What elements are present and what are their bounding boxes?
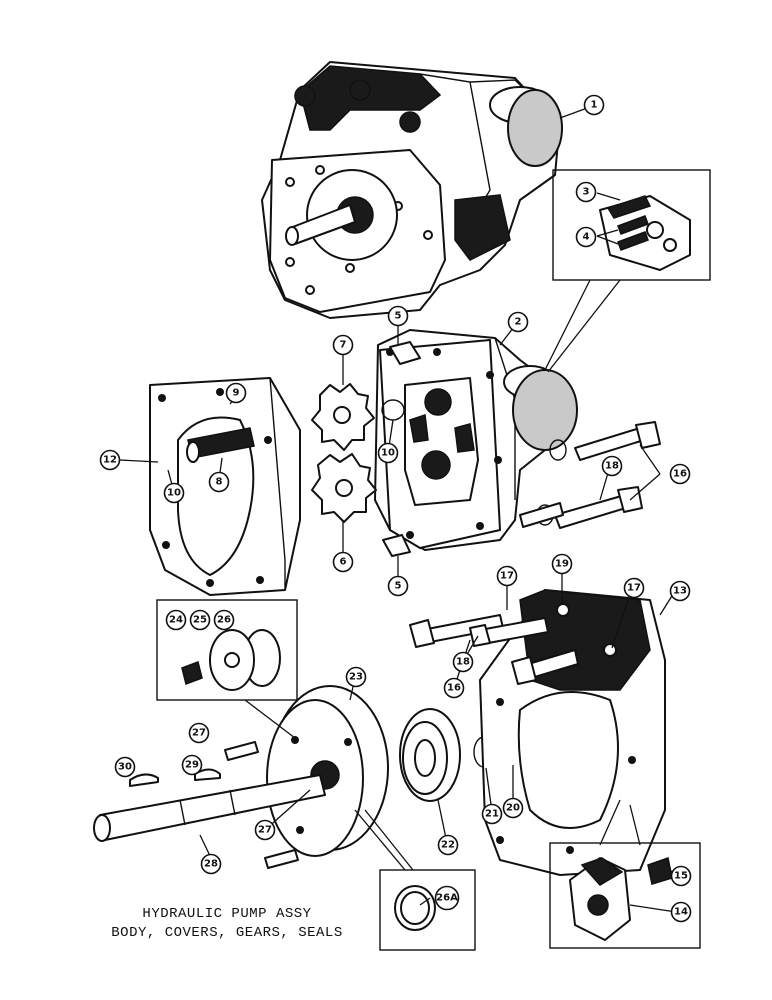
callout-23: 23 [345, 666, 367, 688]
callout-10-cover: 10 [163, 482, 185, 504]
bearing [399, 708, 461, 802]
keys-and-screws [129, 741, 299, 869]
callout-9: 9 [225, 382, 247, 404]
callout-6: 6 [332, 551, 354, 573]
svg-text:10: 10 [167, 488, 181, 499]
detail-box-14-15 [549, 842, 701, 949]
svg-text:16: 16 [673, 469, 687, 480]
svg-text:19: 19 [555, 559, 569, 570]
callout-19: 19 [551, 553, 573, 575]
svg-text:23: 23 [349, 672, 363, 683]
svg-text:29: 29 [185, 760, 199, 771]
callout-15: 15 [670, 865, 692, 887]
svg-text:27: 27 [258, 825, 272, 836]
svg-text:13: 13 [673, 586, 687, 597]
pump-body [155, 329, 578, 557]
svg-text:2: 2 [515, 317, 522, 328]
svg-text:27: 27 [192, 728, 206, 739]
diagram-caption: HYDRAULIC PUMP ASSY BODY, COVERS, GEARS,… [92, 905, 362, 943]
svg-text:17: 17 [627, 583, 641, 594]
detail-box-24-26 [156, 599, 298, 701]
svg-text:6: 6 [340, 557, 347, 568]
svg-text:1: 1 [591, 100, 598, 111]
svg-text:7: 7 [340, 340, 347, 351]
cover-plate-detail [599, 195, 691, 271]
callout-26: 26 [213, 609, 235, 631]
callout-3: 3 [575, 181, 597, 203]
callout-28: 28 [200, 853, 222, 875]
gears [311, 383, 377, 523]
callout-21: 21 [481, 803, 503, 825]
svg-text:4: 4 [583, 232, 590, 243]
callout-18-upper: 18 [601, 455, 623, 477]
callout-17-left: 17 [496, 565, 518, 587]
callout-16-upper: 16 [669, 463, 691, 485]
callout-7: 7 [332, 334, 354, 356]
upper-bolts [519, 421, 661, 529]
front-cover [266, 685, 389, 857]
svg-text:16: 16 [447, 683, 461, 694]
callout-27-upper: 27 [188, 722, 210, 744]
svg-text:17: 17 [500, 571, 514, 582]
svg-text:15: 15 [674, 871, 688, 882]
svg-text:5: 5 [395, 311, 402, 322]
callout-24: 24 [165, 609, 187, 631]
callout-26a: 26A [434, 885, 460, 911]
callout-10-body: 10 [377, 442, 399, 464]
detail-box-3-4 [552, 169, 711, 281]
svg-text:18: 18 [605, 461, 619, 472]
callout-18-lower: 18 [452, 651, 474, 673]
callout-25: 25 [189, 609, 211, 631]
svg-text:26A: 26A [436, 893, 458, 904]
callout-1: 1 [583, 94, 605, 116]
svg-text:5: 5 [395, 581, 402, 592]
svg-text:24: 24 [169, 615, 183, 626]
svg-text:21: 21 [485, 809, 499, 820]
drive-shaft [93, 774, 326, 842]
callout-27-lower: 27 [254, 819, 276, 841]
callout-16-lower: 16 [443, 677, 465, 699]
callout-22: 22 [437, 834, 459, 856]
svg-text:9: 9 [233, 388, 240, 399]
callout-17-right: 17 [623, 577, 645, 599]
callout-13: 13 [669, 580, 691, 602]
svg-text:26: 26 [217, 615, 231, 626]
callout-5-bottom: 5 [387, 575, 409, 597]
svg-text:22: 22 [441, 840, 455, 851]
svg-text:20: 20 [506, 803, 520, 814]
callout-29: 29 [181, 754, 203, 776]
svg-text:25: 25 [193, 615, 207, 626]
housing-detail [569, 857, 673, 941]
callout-8: 8 [208, 471, 230, 493]
svg-text:18: 18 [456, 657, 470, 668]
callout-12: 12 [99, 449, 121, 471]
svg-text:12: 12 [103, 455, 117, 466]
callout-30: 30 [114, 756, 136, 778]
lower-bolts [409, 614, 579, 685]
callout-14: 14 [670, 901, 692, 923]
svg-text:3: 3 [583, 187, 590, 198]
svg-text:10: 10 [381, 448, 395, 459]
svg-text:8: 8 [216, 477, 223, 488]
callout-4: 4 [575, 226, 597, 248]
svg-text:14: 14 [674, 907, 688, 918]
detail-box-26a [379, 869, 476, 951]
seal-detail [181, 629, 281, 691]
callout-5-top: 5 [387, 305, 409, 327]
assembled-pump [261, 61, 563, 319]
callout-2: 2 [507, 311, 529, 333]
svg-text:30: 30 [118, 762, 132, 773]
caption-subtitle: BODY, COVERS, GEARS, SEALS [111, 925, 343, 941]
caption-title: HYDRAULIC PUMP ASSY [142, 906, 312, 922]
svg-text:28: 28 [204, 859, 218, 870]
callout-20: 20 [502, 797, 524, 819]
